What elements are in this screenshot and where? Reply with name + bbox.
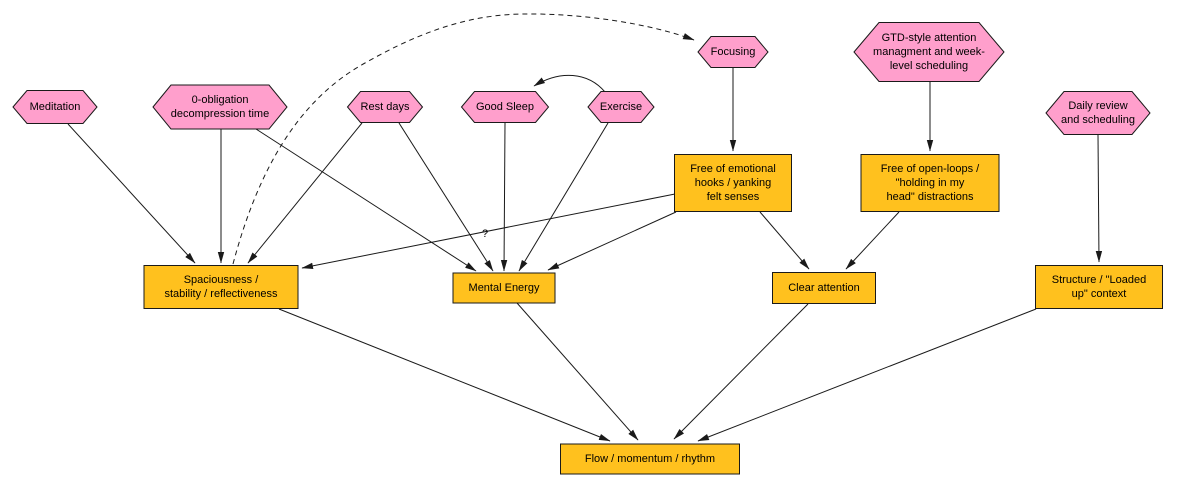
good-sleep-hexagon-shape xyxy=(460,91,550,123)
edge-spaciousness-to-flow xyxy=(278,308,611,442)
edge-labels-layer: ? xyxy=(482,228,488,240)
flow-rect-shape xyxy=(560,443,740,475)
exercise-label: Exercise xyxy=(600,101,642,113)
node-spaciousness: Spaciousness /stability / reflectiveness xyxy=(143,265,299,309)
edge-free-emotional-hooks-to-spaciousness xyxy=(301,193,676,269)
edge-clear-attention-to-flow xyxy=(673,303,809,440)
node-good-sleep: Good Sleep xyxy=(460,91,550,123)
node-rest-days: Rest days xyxy=(346,91,424,123)
rest-days-label: Rest days xyxy=(361,101,410,113)
good-sleep-label: Good Sleep xyxy=(476,101,534,113)
node-flow: Flow / momentum / rhythm xyxy=(560,443,740,475)
edge-meditation-to-spaciousness xyxy=(67,123,196,264)
edge-rest-days-to-mental-energy xyxy=(398,122,494,272)
edge-free-emotional-hooks-to-mental-energy xyxy=(547,211,677,271)
zero-obligation-decompression-hexagon-shape xyxy=(152,84,288,130)
rest-days-hexagon-shape xyxy=(346,91,424,123)
node-clear-attention: Clear attention xyxy=(772,272,876,304)
node-mental-energy: Mental Energy xyxy=(452,272,556,304)
node-exercise: Exercise xyxy=(587,91,655,123)
edge-spaciousness-to-focusing xyxy=(232,13,695,265)
mental-energy-label: Mental Energy xyxy=(469,282,540,294)
spaciousness-rect-shape xyxy=(143,265,299,309)
edge-free-open-loops-to-clear-attention xyxy=(845,211,900,270)
edge-structure-context-to-flow xyxy=(697,308,1037,442)
edge-mental-energy-to-flow xyxy=(516,302,639,441)
edge-good-sleep-to-mental-energy xyxy=(500,122,508,272)
daily-review-hexagon-shape xyxy=(1045,91,1151,135)
edge-daily-review-to-structure-context xyxy=(1095,134,1103,263)
node-focusing: Focusing xyxy=(697,36,769,68)
edge-free-emotional-hooks-to-clear-attention xyxy=(759,211,810,270)
edges-layer xyxy=(67,13,1103,442)
edge-rest-days-to-spaciousness xyxy=(247,122,363,264)
meditation-label: Meditation xyxy=(30,101,81,113)
clear-attention-label: Clear attention xyxy=(788,282,860,294)
edge-exercise-to-good-sleep xyxy=(533,74,606,93)
free-emotional-hooks-rect-shape xyxy=(674,154,792,212)
focusing-label: Focusing xyxy=(711,46,756,58)
exercise-hexagon-shape xyxy=(587,91,655,123)
edge-label-question-mark: ? xyxy=(482,228,488,240)
clear-attention-rect-shape xyxy=(772,272,876,304)
meditation-hexagon-shape xyxy=(12,90,98,124)
free-open-loops-rect-shape xyxy=(860,154,1000,212)
flow-label: Flow / momentum / rhythm xyxy=(585,453,715,465)
gtd-scheduling-hexagon-shape xyxy=(853,22,1005,82)
node-meditation: Meditation xyxy=(12,90,98,124)
spaciousness-label: Spaciousness /stability / reflectiveness xyxy=(164,274,278,300)
structure-context-rect-shape xyxy=(1035,265,1163,309)
mental-energy-rect-shape xyxy=(452,272,556,304)
edge-exercise-to-mental-energy xyxy=(518,122,609,272)
focusing-hexagon-shape xyxy=(697,36,769,68)
edge-zero-obligation-decompression-to-mental-energy xyxy=(255,128,477,272)
